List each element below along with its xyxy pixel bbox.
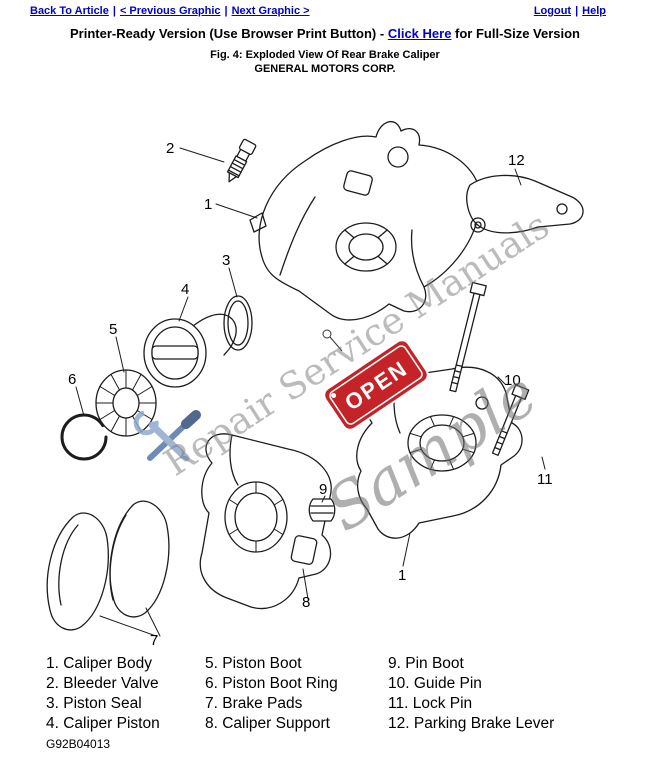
nav-left: Back To Article|< Previous Graphic|Next … — [30, 5, 310, 17]
legend-item: 12. Parking Brake Lever — [388, 715, 555, 732]
callout-1b: 1 — [398, 567, 406, 584]
callout-leader-lines — [75, 147, 546, 637]
exploded-view-diagram: 2 1 12 3 4 5 6 7 9 8 10 11 1 OPEN — [46, 121, 584, 649]
legend-item: 8. Caliper Support — [205, 715, 330, 732]
pin-boot-drawing — [308, 498, 336, 522]
tools-watermark-icon — [133, 410, 201, 462]
callout-7: 7 — [150, 632, 158, 649]
guide-pin-drawing — [449, 281, 487, 393]
top-navigation: Back To Article|< Previous Graphic|Next … — [30, 5, 606, 17]
callout-1: 1 — [204, 196, 212, 213]
callout-numbers: 2 1 12 3 4 5 6 7 9 8 10 11 1 — [68, 140, 553, 649]
callout-10: 10 — [504, 372, 521, 389]
back-to-article-link[interactable]: Back To Article — [30, 5, 109, 17]
click-here-link[interactable]: Click Here — [387, 26, 452, 41]
callout-9: 9 — [319, 481, 327, 498]
callout-11: 11 — [537, 471, 553, 488]
callout-3: 3 — [222, 252, 230, 269]
nav-separator: | — [224, 5, 228, 17]
callout-6: 6 — [68, 371, 76, 388]
help-link[interactable]: Help — [582, 5, 606, 17]
brake-pads-drawing — [46, 500, 170, 631]
lock-pin-drawing — [491, 384, 530, 456]
legend-item: 5. Piston Boot — [205, 655, 302, 672]
nav-right: Logout|Help — [534, 5, 606, 17]
next-graphic-link[interactable]: Next Graphic > — [231, 5, 310, 17]
nav-separator: | — [112, 5, 116, 17]
bleeder-valve-drawing — [226, 138, 257, 183]
legend-column-3: 9. Pin Boot 10. Guide Pin 11. Lock Pin 1… — [388, 654, 554, 734]
legend-item: 10. Guide Pin — [388, 675, 482, 692]
company-name: GENERAL MOTORS CORP. — [254, 63, 396, 75]
caliper-piston-drawing — [143, 313, 237, 388]
piston-seal-drawing — [223, 295, 253, 351]
figure-caption: Fig. 4: Exploded View Of Rear Brake Cali… — [210, 49, 440, 61]
legend-item: 6. Piston Boot Ring — [205, 675, 338, 692]
legend-item: 4. Caliper Piston — [46, 715, 160, 732]
callout-2: 2 — [166, 140, 174, 157]
legend-column-2: 5. Piston Boot 6. Piston Boot Ring 7. Br… — [205, 654, 338, 734]
callout-5: 5 — [109, 321, 117, 338]
legend-item: 1. Caliper Body — [46, 655, 152, 672]
callout-12: 12 — [508, 152, 525, 169]
legend-item: 3. Piston Seal — [46, 695, 142, 712]
caliper-assembled-view-drawing — [356, 366, 523, 539]
legend-item: 11. Lock Pin — [388, 695, 473, 712]
previous-graphic-link[interactable]: < Previous Graphic — [119, 5, 221, 17]
legend-column-1: 1. Caliper Body 2. Bleeder Valve 3. Pist… — [46, 654, 160, 734]
callout-8: 8 — [302, 594, 310, 611]
legend-item: 7. Brake Pads — [205, 695, 303, 712]
parking-brake-lever-drawing — [466, 174, 584, 234]
full-size-text: for Full-Size Version — [451, 26, 580, 41]
logout-link[interactable]: Logout — [533, 5, 572, 17]
figure-id: G92B04013 — [46, 737, 111, 751]
legend-item: 2. Bleeder Valve — [46, 675, 159, 692]
piston-boot-drawing — [95, 369, 157, 437]
caliper-support-drawing — [199, 433, 332, 609]
nav-separator: | — [575, 5, 579, 17]
callout-4: 4 — [181, 281, 189, 298]
legend-item: 9. Pin Boot — [388, 655, 464, 672]
printer-ready-line: Printer-Ready Version (Use Browser Print… — [0, 26, 650, 41]
printer-ready-text: Printer-Ready Version (Use Browser Print… — [69, 26, 388, 41]
piston-boot-ring-drawing — [60, 413, 108, 461]
